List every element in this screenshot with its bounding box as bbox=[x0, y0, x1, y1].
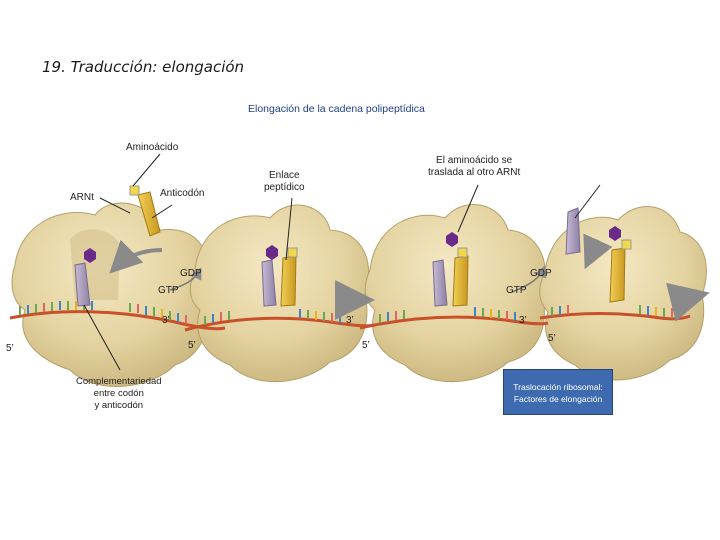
label-3prime-2: 3’ bbox=[346, 315, 354, 326]
translocation-box-line2: Factores de elongación bbox=[513, 394, 603, 404]
label-5prime-1: 5’ bbox=[6, 343, 14, 354]
mrna-strand-1 bbox=[9, 301, 226, 331]
label-complementariedad-line1: Complementariedad bbox=[76, 376, 162, 387]
leader-lines bbox=[83, 153, 601, 371]
label-gtp-2: GTP bbox=[506, 285, 527, 296]
entry-arrow bbox=[109, 239, 163, 274]
slide-title: 19. Traducción: elongación bbox=[42, 58, 245, 76]
label-gdp-2: GDP bbox=[530, 268, 552, 279]
gtp-arrow-1 bbox=[169, 267, 202, 291]
incoming-trna bbox=[129, 185, 161, 237]
translocation-box-line1: Traslocación ribosomal: bbox=[513, 382, 603, 392]
label-gdp-1: GDP bbox=[180, 268, 202, 279]
label-arnt: ARNt bbox=[70, 192, 94, 203]
translocation-arrow bbox=[583, 233, 613, 270]
translocation-box: Traslocación ribosomal: Factores de elon… bbox=[503, 369, 613, 415]
label-gtp-1: GTP bbox=[158, 285, 179, 296]
ribosome-2 bbox=[189, 204, 370, 383]
label-traslada-line1: El aminoácido se bbox=[436, 155, 513, 166]
label-5prime-2: 5’ bbox=[188, 340, 196, 351]
label-traslada: El aminoácido se traslada al otro ARNt bbox=[428, 155, 520, 179]
trna-pair-3 bbox=[432, 232, 469, 307]
label-3prime-1: 3’ bbox=[162, 315, 170, 326]
label-5prime-3: 5’ bbox=[362, 340, 370, 351]
label-complementariedad-line3: y anticodón bbox=[94, 400, 144, 411]
step-arrow-3 bbox=[666, 282, 710, 322]
gtp-arrow-2 bbox=[511, 265, 547, 293]
label-aminoacido: Aminoácido bbox=[126, 142, 179, 153]
trna-pair-2 bbox=[261, 245, 298, 307]
label-enlace-peptidico: Enlace peptídico bbox=[264, 170, 305, 194]
diagram-subtitle: Elongación de la cadena polipeptídica bbox=[248, 103, 425, 115]
trna-p-site-1 bbox=[74, 248, 96, 307]
mrna-strand-3 bbox=[359, 307, 549, 330]
ribosome-1 bbox=[11, 202, 210, 387]
label-complementariedad: Complementariedad entre codón y anticodó… bbox=[76, 376, 162, 412]
label-5prime-4: 5’ bbox=[548, 333, 556, 344]
mrna-strand-2 bbox=[184, 309, 376, 332]
label-enlace-line1: Enlace bbox=[269, 170, 300, 181]
label-complementariedad-line2: entre codón bbox=[93, 388, 144, 399]
label-enlace-line2: peptídico bbox=[264, 182, 305, 193]
label-traslada-line2: traslada al otro ARNt bbox=[428, 167, 521, 178]
label-anticodon: Anticodón bbox=[160, 188, 205, 199]
label-3prime-3: 3’ bbox=[519, 315, 527, 326]
